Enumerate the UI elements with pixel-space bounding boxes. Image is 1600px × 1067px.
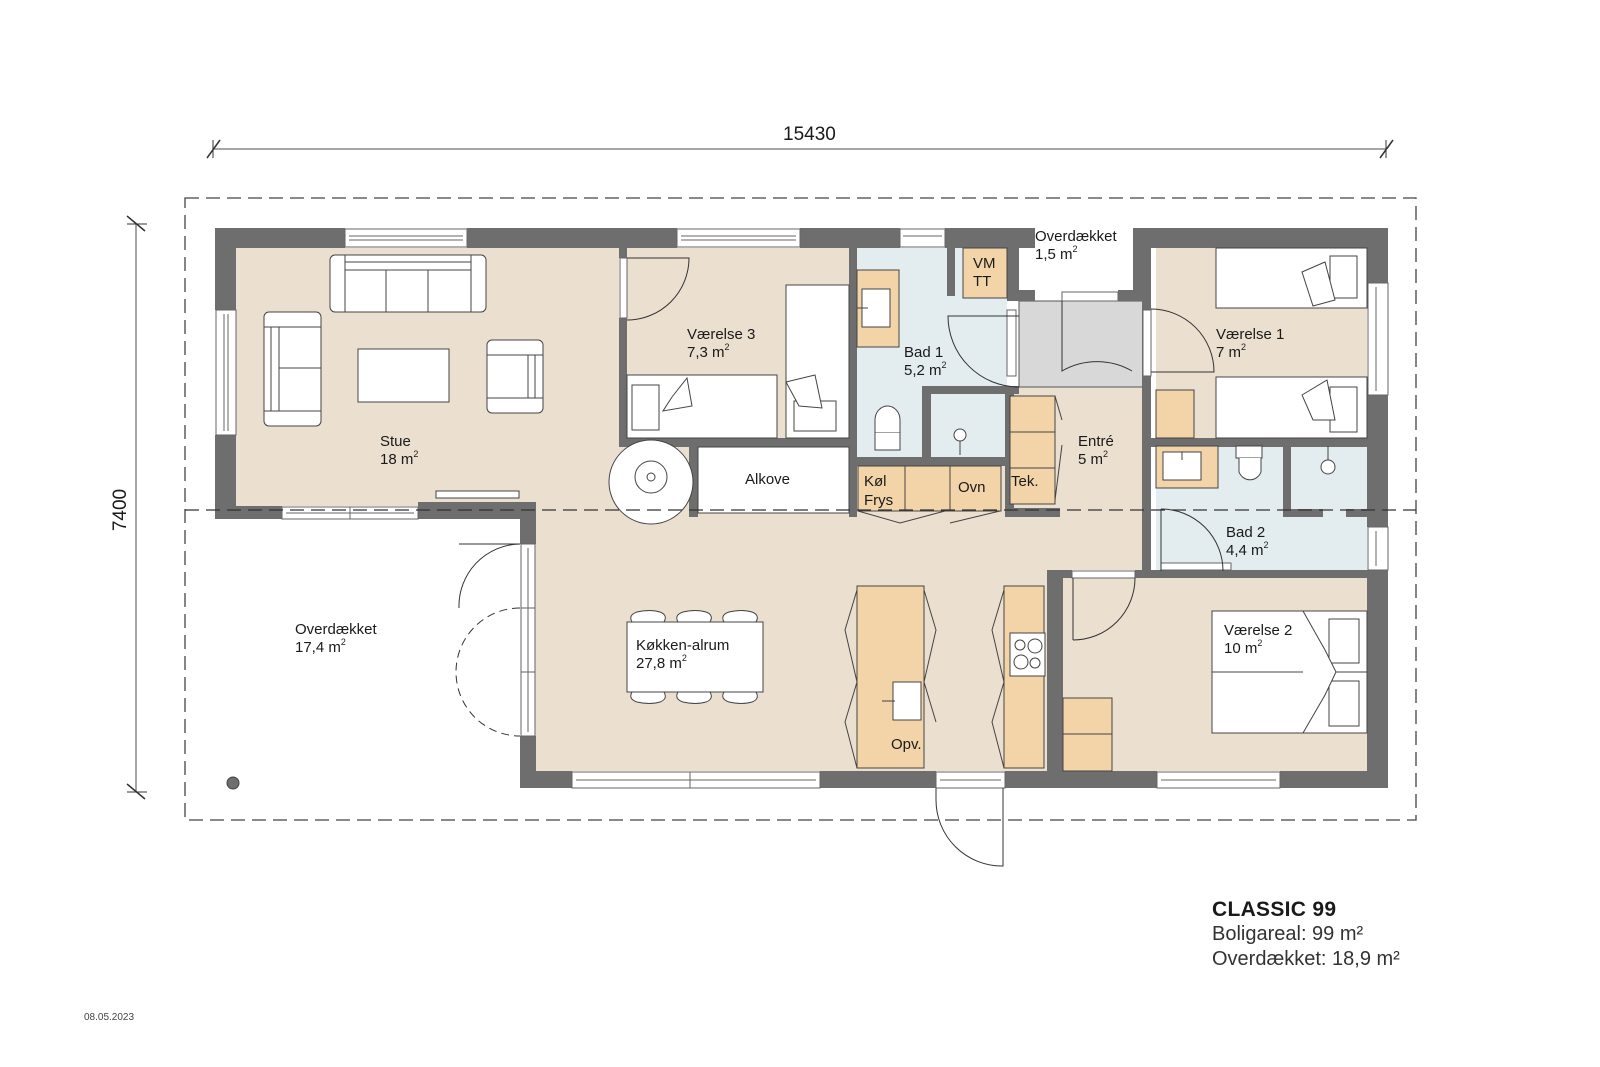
fixture-label-opv: Opv. bbox=[891, 736, 922, 753]
width-dimension: 15430 bbox=[783, 124, 836, 145]
furniture bbox=[263, 247, 1368, 772]
fixture-label-ovn: Ovn bbox=[958, 479, 986, 496]
walls bbox=[215, 228, 1388, 788]
fixture-label-frys: Frys bbox=[864, 492, 894, 509]
door-swings bbox=[455, 257, 1224, 867]
title-block: CLASSIC 99 Boligareal: 99 m² Overdækket:… bbox=[1212, 898, 1400, 972]
dining-chairs bbox=[630, 610, 758, 704]
fixture-label-tt: TT bbox=[973, 273, 992, 290]
drawing-date: 08.05.2023 bbox=[84, 1012, 135, 1023]
fixture-label-kol: Køl bbox=[864, 473, 887, 490]
windows bbox=[215, 228, 1389, 789]
post-icon bbox=[226, 776, 240, 790]
roof-outline bbox=[184, 197, 1417, 821]
fixture-label-alkove: Alkove bbox=[745, 471, 791, 488]
cabinet-door-lines bbox=[844, 395, 1063, 769]
covered-area: Overdækket: 18,9 m² bbox=[1212, 948, 1400, 970]
model-name: CLASSIC 99 bbox=[1212, 898, 1337, 921]
fixture-label-tek: Tek. bbox=[1011, 473, 1039, 490]
depth-dimension: 7400 bbox=[110, 488, 132, 532]
living-area: Boligareal: 99 m² bbox=[1212, 923, 1364, 945]
dimension-lines bbox=[126, 139, 1394, 800]
fixture-label-vm: VM bbox=[973, 255, 996, 272]
